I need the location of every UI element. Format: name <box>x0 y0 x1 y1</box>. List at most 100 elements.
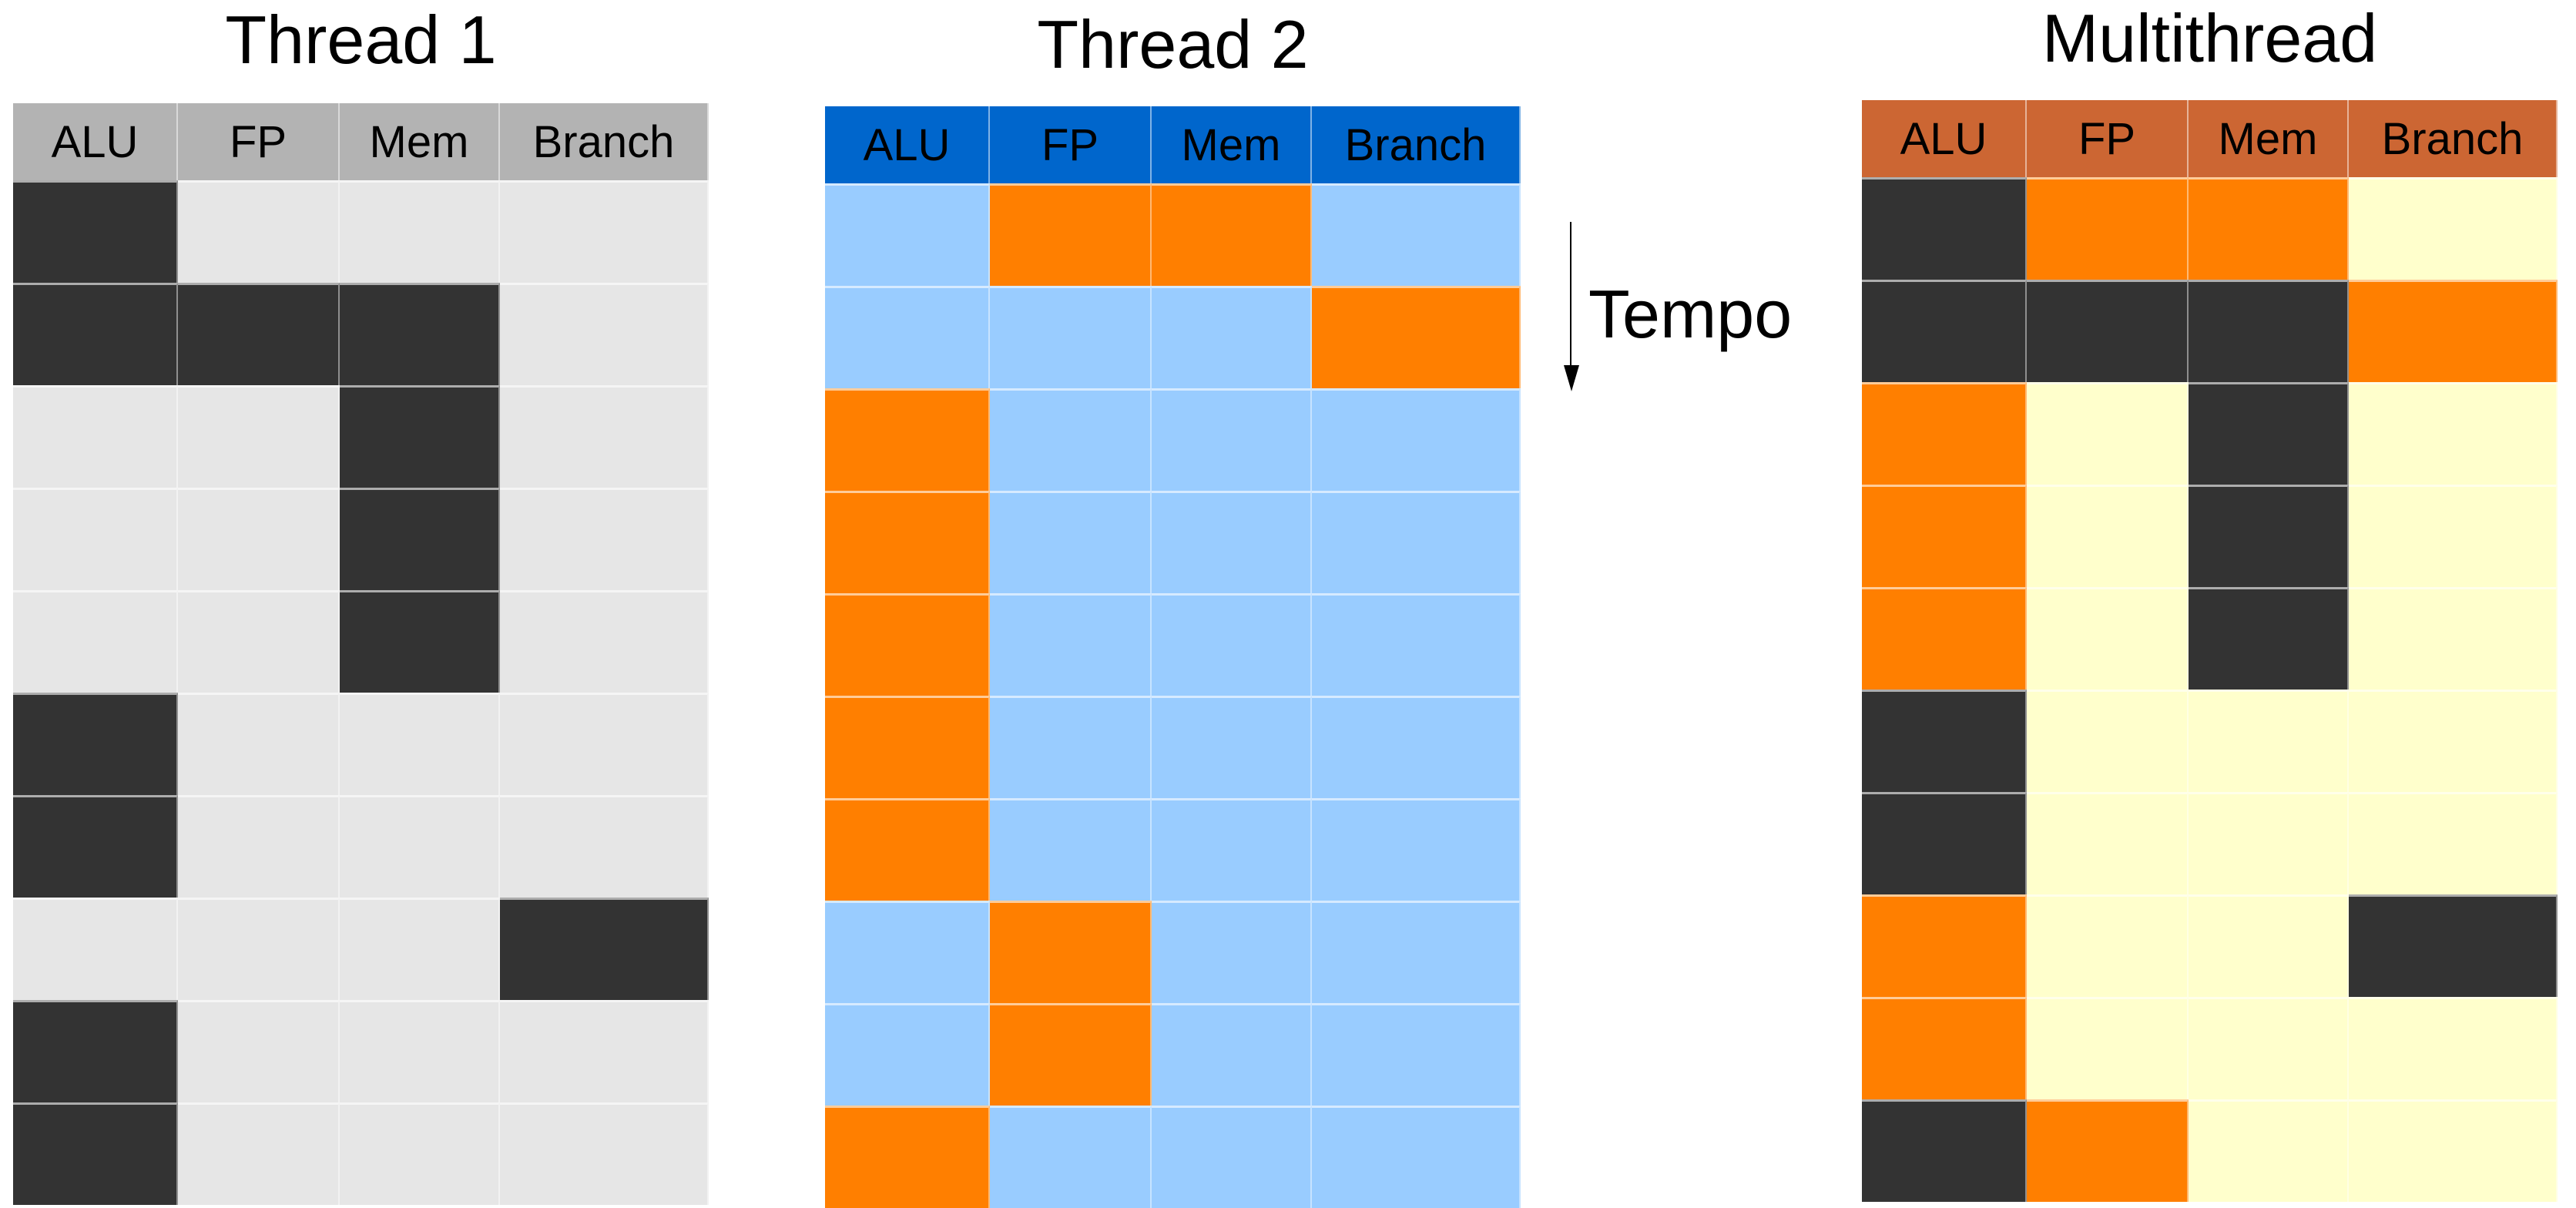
slot-cell <box>2189 690 2349 792</box>
tempo-label: Tempo <box>1588 276 1793 352</box>
slot-cell <box>1312 183 1521 286</box>
slot-cell <box>1152 388 1312 491</box>
slot-cell <box>990 798 1152 901</box>
slot-cell <box>825 593 990 696</box>
slot-cell <box>1862 177 2027 280</box>
time-arrow <box>1564 222 1579 393</box>
slot-cell <box>2349 382 2558 485</box>
column-header-branch: Branch <box>2349 100 2558 177</box>
slot-cell <box>1862 587 2027 690</box>
column-header-alu: ALU <box>13 103 178 180</box>
slot-cell <box>1152 1106 1312 1208</box>
slot-cell <box>2189 792 2349 894</box>
slot-cell <box>178 385 340 488</box>
slot-cell <box>990 491 1152 593</box>
slot-cell <box>1862 792 2027 894</box>
slot-cell <box>2349 894 2558 997</box>
slot-cell <box>2349 1099 2558 1202</box>
column-header-fp: FP <box>2027 100 2189 177</box>
slot-cell <box>2349 690 2558 792</box>
slot-cell <box>178 590 340 693</box>
slot-cell <box>500 693 709 795</box>
column-header-branch: Branch <box>500 103 709 180</box>
slot-cell <box>178 898 340 1000</box>
slot-cell <box>2027 587 2189 690</box>
slot-cell <box>2189 177 2349 280</box>
slot-cell <box>2349 177 2558 280</box>
slot-cell <box>340 795 500 898</box>
slot-cell <box>13 488 178 590</box>
column-header-mem: Mem <box>2189 100 2349 177</box>
slot-cell <box>13 795 178 898</box>
slot-cell <box>13 1102 178 1205</box>
slot-cell <box>990 1003 1152 1106</box>
slot-cell <box>1862 1099 2027 1202</box>
slot-cell <box>825 286 990 388</box>
slot-cell <box>1152 286 1312 388</box>
slot-cell <box>500 898 709 1000</box>
column-header-mem: Mem <box>340 103 500 180</box>
slot-cell <box>1312 696 1521 798</box>
slot-cell <box>500 590 709 693</box>
slot-cell <box>1312 901 1521 1003</box>
thread1-title: Thread 1 <box>225 2 497 78</box>
slot-cell <box>1312 286 1521 388</box>
arrow-down-icon <box>1564 365 1579 391</box>
slot-cell <box>990 183 1152 286</box>
slot-cell <box>825 798 990 901</box>
slot-cell <box>1152 183 1312 286</box>
slot-cell <box>178 693 340 795</box>
slot-cell <box>178 1102 340 1205</box>
slot-cell <box>990 1106 1152 1208</box>
slot-cell <box>1862 485 2027 587</box>
slot-cell <box>178 283 340 385</box>
slot-cell <box>1152 696 1312 798</box>
column-header-branch: Branch <box>1312 106 1521 183</box>
slot-cell <box>2189 382 2349 485</box>
slot-cell <box>2349 280 2558 382</box>
slot-cell <box>340 283 500 385</box>
slot-cell <box>1152 1003 1312 1106</box>
slot-cell <box>825 1003 990 1106</box>
slot-cell <box>1312 798 1521 901</box>
slot-cell <box>990 901 1152 1003</box>
slot-cell <box>2189 1099 2349 1202</box>
slot-cell <box>2027 792 2189 894</box>
slot-cell <box>13 590 178 693</box>
slot-cell <box>340 1000 500 1102</box>
slot-cell <box>990 696 1152 798</box>
column-header-mem: Mem <box>1152 106 1312 183</box>
column-header-alu: ALU <box>825 106 990 183</box>
slot-cell <box>1862 997 2027 1099</box>
slot-cell <box>825 183 990 286</box>
slot-cell <box>13 180 178 283</box>
slot-cell <box>2027 382 2189 485</box>
column-header-fp: FP <box>990 106 1152 183</box>
slot-cell <box>500 180 709 283</box>
slot-cell <box>178 488 340 590</box>
slot-cell <box>1152 593 1312 696</box>
slot-cell <box>500 283 709 385</box>
slot-cell <box>1862 894 2027 997</box>
slot-cell <box>825 901 990 1003</box>
slot-cell <box>340 1102 500 1205</box>
time-arrow-shaft <box>1570 222 1571 368</box>
slot-cell <box>990 388 1152 491</box>
slot-cell <box>13 693 178 795</box>
slot-cell <box>990 286 1152 388</box>
slot-cell <box>340 590 500 693</box>
slot-cell <box>825 491 990 593</box>
slot-cell <box>1312 491 1521 593</box>
column-header-alu: ALU <box>1862 100 2027 177</box>
slot-cell <box>1312 388 1521 491</box>
thread2-title: Thread 2 <box>1037 6 1309 82</box>
slot-cell <box>1312 1106 1521 1208</box>
slot-cell <box>13 1000 178 1102</box>
slot-cell <box>990 593 1152 696</box>
slot-cell <box>500 488 709 590</box>
slot-cell <box>2027 1099 2189 1202</box>
slot-cell <box>1152 491 1312 593</box>
